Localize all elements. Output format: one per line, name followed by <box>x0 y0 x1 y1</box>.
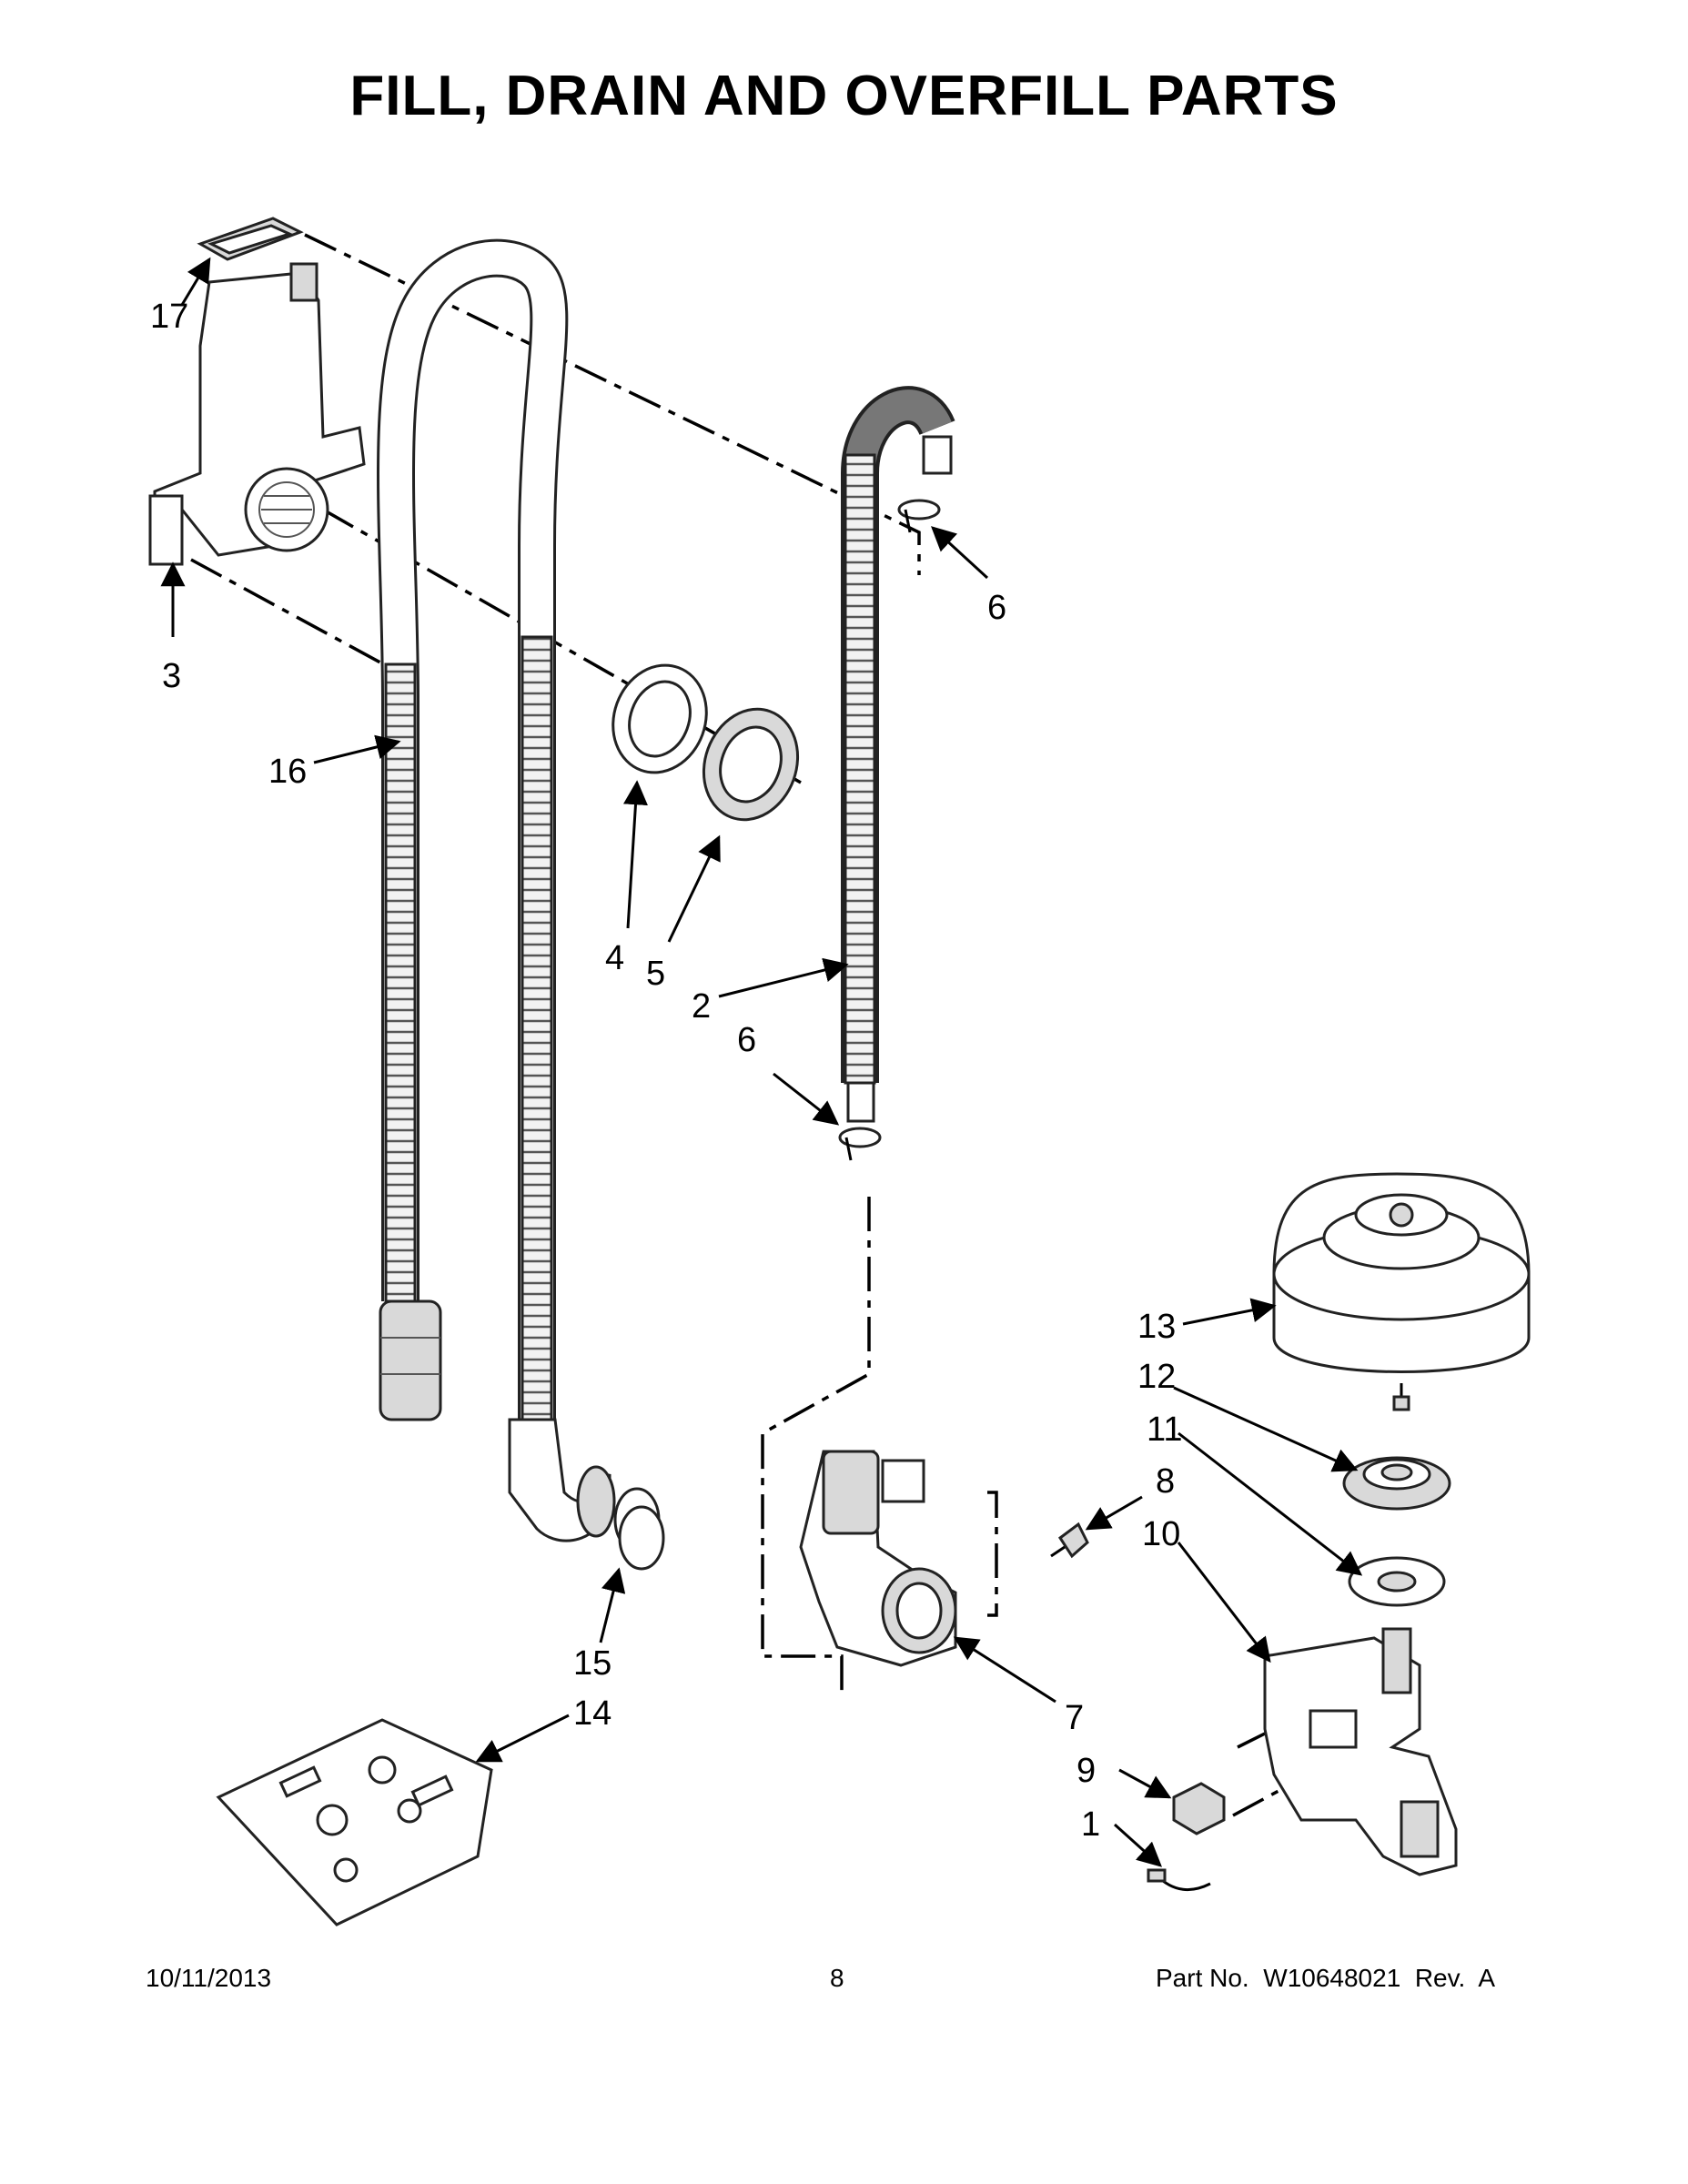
part-10-float-bracket <box>1263 1627 1458 1876</box>
callout-4: 4 <box>605 939 624 977</box>
callout-5: 5 <box>646 955 665 993</box>
callout-13: 13 <box>1137 1308 1176 1346</box>
part-16-drain-hose <box>377 238 616 1542</box>
callout-1: 1 <box>1081 1805 1100 1844</box>
callout-15: 15 <box>573 1644 612 1683</box>
callout-3: 3 <box>162 657 181 695</box>
part-13-float <box>1272 1172 1531 1411</box>
page-title: FILL, DRAIN AND OVERFILL PARTS <box>349 65 1339 127</box>
part-3-vent-housing <box>148 262 366 566</box>
part-11-washer <box>1348 1556 1446 1607</box>
footer-page-number: 8 <box>830 1964 844 1992</box>
part-9-switch <box>1172 1782 1226 1835</box>
part-2-fill-hose <box>841 386 955 1123</box>
part-15-hose-clamp <box>613 1487 665 1571</box>
footer-part-number: Part No. W10648021 Rev. A <box>1156 1964 1496 1992</box>
part-1-wire-harness <box>1147 1868 1211 1892</box>
callout-6-upper: 6 <box>987 589 1006 627</box>
part-7-water-valve <box>799 1450 957 1667</box>
callout-12: 12 <box>1137 1358 1176 1396</box>
callout-8: 8 <box>1156 1462 1175 1501</box>
callout-14: 14 <box>573 1694 612 1733</box>
part-12-nut <box>1342 1456 1451 1511</box>
callout-9: 9 <box>1076 1752 1096 1790</box>
part-17-cap <box>197 217 304 261</box>
callout-10: 10 <box>1142 1515 1180 1553</box>
part-6-clamp-upper <box>897 499 941 533</box>
part-6-clamp-lower <box>838 1127 882 1161</box>
callout-7: 7 <box>1065 1699 1084 1737</box>
callout-2: 2 <box>692 987 711 1026</box>
callout-11: 11 <box>1147 1410 1182 1449</box>
footer-date: 10/11/2013 <box>146 1964 272 1992</box>
part-8-screw <box>1050 1522 1089 1559</box>
leader-arrows <box>160 257 1363 1867</box>
callout-labels: 17 3 16 6 4 5 2 6 13 12 11 8 10 15 14 7 … <box>150 298 1182 1844</box>
part-5-nut <box>702 707 800 822</box>
part-14-parts-bag <box>216 1718 493 1926</box>
part-4-washer <box>612 663 708 774</box>
callout-6-lower: 6 <box>737 1021 756 1059</box>
callout-17: 17 <box>150 298 188 336</box>
callout-16: 16 <box>268 753 307 791</box>
